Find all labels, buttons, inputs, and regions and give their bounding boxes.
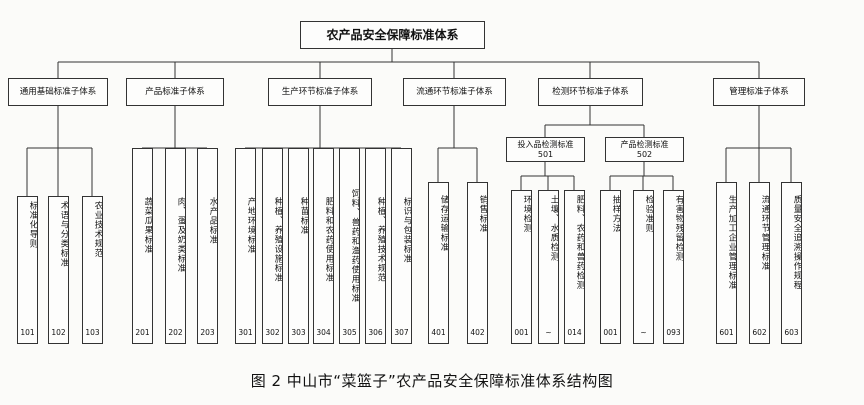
leaf-label: 环境检测 — [522, 195, 531, 233]
leaf-label: 抽样方法 — [611, 195, 620, 233]
leaf-box: 肥料、农药和兽药检测 014 — [564, 190, 585, 344]
leaf-code: 306 — [368, 328, 383, 337]
leaf-label: 水产品标准 — [208, 197, 217, 245]
leaf-code: 602 — [752, 328, 767, 337]
leaf-box: 饲料、兽药和渔药使用标准 305 — [339, 148, 360, 344]
leaf-label: 土壤、水质检测 — [549, 195, 558, 262]
leaf-label: 种植、养殖设施标准 — [273, 197, 282, 283]
group-box-production: 生产环节标准子体系 — [268, 78, 372, 106]
leaf-box: 产地环境标准 301 — [235, 148, 256, 344]
leaf-label: 术语与分类标准 — [59, 201, 68, 268]
leaf-box: 销售标准 402 — [467, 182, 488, 344]
leaf-box: 蔬菜瓜果标准 201 — [132, 148, 153, 344]
group-box-circulation: 流通环节标准子体系 — [403, 78, 506, 106]
group-box-product: 产品标准子体系 — [126, 78, 224, 106]
leaf-code: 301 — [238, 328, 253, 337]
subgroup-box-input-testing: 投入品检测标准 501 — [506, 137, 585, 162]
leaf-box: 流通环节管理标准 602 — [749, 182, 770, 344]
leaf-box: 质量安全追溯操作规程 603 — [781, 182, 802, 344]
group-box-testing: 检测环节标准子体系 — [538, 78, 643, 106]
leaf-box: 种植、养殖技术规范 306 — [365, 148, 386, 344]
leaf-box: 土壤、水质检测 ~ — [538, 190, 559, 344]
leaf-label: 质量安全追溯操作规程 — [792, 195, 801, 290]
leaf-box: 农业技术规范 103 — [82, 196, 103, 344]
subgroup-code: 501 — [537, 149, 554, 159]
leaf-code: 603 — [784, 328, 799, 337]
leaf-box: 种植、养殖设施标准 302 — [262, 148, 283, 344]
leaf-label: 检验准则 — [644, 195, 653, 233]
leaf-code: 302 — [265, 328, 280, 337]
leaf-code: ~ — [640, 328, 647, 337]
leaf-code: 303 — [291, 328, 306, 337]
leaf-label: 肥料、农药和兽药检测 — [575, 195, 584, 290]
leaf-box: 肥料和农药使用标准 304 — [313, 148, 334, 344]
leaf-label: 蔬菜瓜果标准 — [143, 197, 152, 254]
leaf-code: 102 — [51, 328, 66, 337]
leaf-code: 401 — [431, 328, 446, 337]
subgroup-code: 502 — [636, 149, 653, 159]
leaf-box: 水产品标准 203 — [197, 148, 218, 344]
leaf-code: 093 — [666, 328, 681, 337]
leaf-code: 601 — [719, 328, 734, 337]
leaf-label: 标识与包装标准 — [402, 197, 411, 264]
leaf-box: 检验准则 ~ — [633, 190, 654, 344]
leaf-code: 014 — [567, 328, 582, 337]
subgroup-label: 投入品检测标准 — [517, 139, 574, 149]
leaf-label: 销售标准 — [478, 195, 487, 233]
leaf-code: 201 — [135, 328, 150, 337]
leaf-label: 农业技术规范 — [93, 201, 102, 258]
leaf-box: 储存运输标准 401 — [428, 182, 449, 344]
subgroup-box-product-testing: 产品检测标准 502 — [605, 137, 684, 162]
leaf-box: 种苗标准 303 — [288, 148, 309, 344]
leaf-code: 202 — [168, 328, 183, 337]
leaf-label: 储存运输标准 — [439, 195, 448, 252]
leaf-box: 环境检测 001 — [511, 190, 532, 344]
leaf-label: 有害物残留检测 — [674, 195, 683, 262]
root-title-box: 农产品安全保障标准体系 — [300, 21, 485, 49]
leaf-code: ~ — [545, 328, 552, 337]
figure-caption: 图 2 中山市“菜篮子”农产品安全保障标准体系结构图 — [250, 372, 614, 390]
leaf-label: 肉、蛋及奶类标准 — [176, 197, 185, 273]
leaf-box: 肉、蛋及奶类标准 202 — [165, 148, 186, 344]
leaf-label: 标准化导则 — [28, 201, 37, 249]
leaf-code: 304 — [316, 328, 331, 337]
leaf-code: 001 — [603, 328, 618, 337]
leaf-label: 种植、养殖技术规范 — [376, 197, 385, 283]
leaf-code: 305 — [342, 328, 357, 337]
group-box-management: 管理标准子体系 — [713, 78, 805, 106]
leaf-box: 生产加工企业管理标准 601 — [716, 182, 737, 344]
leaf-label: 种苗标准 — [299, 197, 308, 235]
leaf-label: 产地环境标准 — [246, 197, 255, 254]
leaf-code: 402 — [470, 328, 485, 337]
leaf-box: 有害物残留检测 093 — [663, 190, 684, 344]
leaf-box: 术语与分类标准 102 — [48, 196, 69, 344]
leaf-label: 生产加工企业管理标准 — [727, 195, 736, 290]
leaf-code: 103 — [85, 328, 100, 337]
subgroup-label: 产品检测标准 — [620, 139, 669, 149]
leaf-code: 101 — [20, 328, 35, 337]
leaf-label: 肥料和农药使用标准 — [324, 197, 333, 283]
leaf-box: 抽样方法 001 — [600, 190, 621, 344]
leaf-code: 203 — [200, 328, 215, 337]
leaf-code: 001 — [514, 328, 529, 337]
leaf-code: 307 — [394, 328, 409, 337]
group-box-general: 通用基础标准子体系 — [8, 78, 108, 106]
leaf-label: 流通环节管理标准 — [760, 195, 769, 271]
leaf-box: 标准化导则 101 — [17, 196, 38, 344]
leaf-label: 饲料、兽药和渔药使用标准 — [350, 189, 359, 303]
leaf-box: 标识与包装标准 307 — [391, 148, 412, 344]
